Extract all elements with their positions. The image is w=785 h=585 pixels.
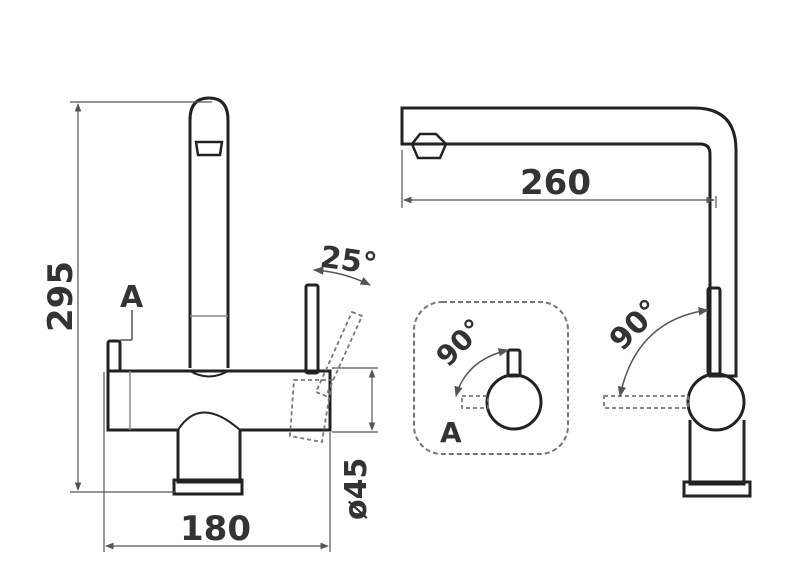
front-view bbox=[106, 96, 364, 496]
detail-angle-label: 90° bbox=[430, 312, 491, 373]
side-angle-arc bbox=[617, 307, 710, 398]
detail-frame bbox=[413, 301, 569, 455]
height-label: 295 bbox=[41, 261, 81, 332]
angle-label-25: 25° bbox=[318, 240, 379, 283]
width-label: 180 bbox=[180, 509, 251, 549]
detail-angle-arc bbox=[454, 348, 510, 398]
side-body bbox=[688, 420, 746, 486]
detail-lever-rotated bbox=[461, 395, 489, 409]
detail-handle-base bbox=[485, 373, 543, 431]
reach-label: 260 bbox=[520, 163, 591, 203]
marker-a-detail: A bbox=[440, 416, 462, 449]
handle-a bbox=[106, 339, 122, 373]
marker-a-front: A bbox=[120, 280, 144, 315]
diameter-label: ø45 bbox=[339, 458, 374, 520]
side-angle-label: 90° bbox=[603, 293, 668, 358]
width-dimension bbox=[103, 372, 331, 552]
filter-lever bbox=[304, 283, 320, 375]
base-plate bbox=[172, 478, 244, 496]
side-handle-base bbox=[686, 372, 746, 432]
faucet-body bbox=[106, 369, 332, 484]
detail-view: 90° A bbox=[413, 301, 569, 455]
side-lever-rotated bbox=[603, 395, 689, 409]
lever-rotated-dashed bbox=[289, 310, 364, 444]
side-base-plate bbox=[682, 480, 752, 498]
spout-nozzle bbox=[194, 140, 224, 157]
reach-dimension bbox=[401, 150, 717, 208]
height-dimension bbox=[70, 101, 212, 493]
side-nozzle bbox=[410, 132, 448, 160]
detail-lever bbox=[506, 348, 522, 378]
diameter-dimension bbox=[332, 367, 378, 433]
angle-arc-25 bbox=[312, 266, 371, 286]
spout-column bbox=[188, 96, 230, 368]
